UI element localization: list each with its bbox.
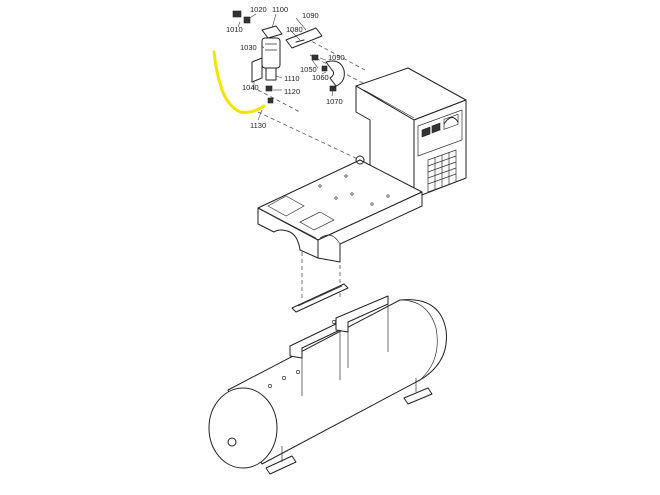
part-labels: 1010 1020 1100 1090 1080 1030 1090 1050 … [226, 5, 345, 130]
label-1010: 1010 [226, 25, 243, 34]
label-1070: 1070 [326, 97, 343, 106]
compressor-base-frame [257, 155, 423, 263]
label-1130: 1130 [250, 121, 266, 130]
label-1090-right: 1090 [328, 53, 345, 62]
label-1040: 1040 [242, 83, 259, 92]
label-1030: 1030 [240, 43, 257, 52]
filter-assembly [232, 10, 345, 104]
label-1110: 1110 [284, 74, 300, 83]
label-1120: 1120 [284, 87, 300, 96]
label-1100: 1100 [272, 5, 288, 14]
label-1020: 1020 [250, 5, 267, 14]
leader-lines [237, 13, 334, 121]
label-1060: 1060 [312, 73, 329, 82]
air-dryer-unit [355, 67, 467, 199]
label-1080: 1080 [286, 25, 303, 34]
label-1090-top: 1090 [302, 11, 319, 20]
mounting-bracket [291, 283, 349, 313]
highlighted-hose-1130 [212, 50, 266, 114]
label-1050: 1050 [300, 65, 317, 74]
vent-grille [427, 149, 457, 193]
air-receiver-tank [208, 295, 447, 475]
